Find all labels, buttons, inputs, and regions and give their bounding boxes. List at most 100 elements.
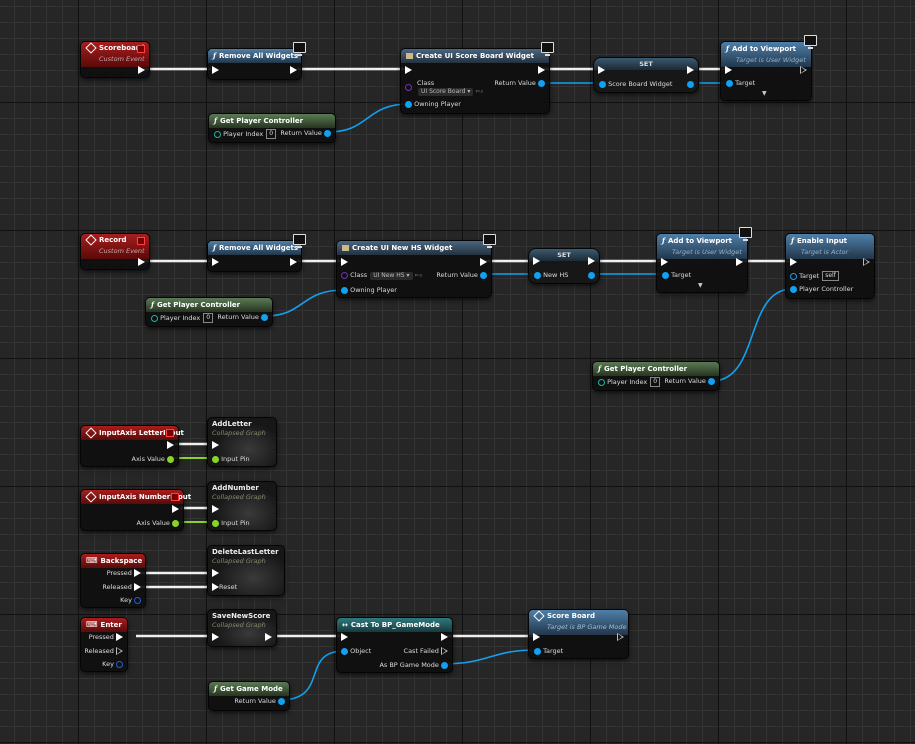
add-number-collapsed-node[interactable]: AddNumber Collapsed Graph Input Pin (207, 481, 277, 531)
pressed-pin[interactable]: Pressed (107, 569, 141, 578)
player-index-input[interactable]: 0 (650, 377, 661, 387)
create-score-board-widget-node[interactable]: Create UI Score Board Widget Class UI Sc… (400, 48, 550, 114)
exec-in-pin[interactable] (725, 66, 732, 75)
reset-pin[interactable]: Reset (212, 583, 237, 592)
released-pin[interactable]: Released (102, 583, 141, 592)
released-pin[interactable]: Released (84, 647, 123, 656)
exec-in-pin[interactable] (212, 633, 219, 642)
input-pin[interactable]: Input Pin (212, 519, 250, 528)
player-index-input[interactable]: 0 (203, 313, 214, 323)
exec-in-pin[interactable] (212, 258, 219, 267)
pressed-pin[interactable]: Pressed (89, 633, 123, 642)
exec-out-pin[interactable] (687, 66, 694, 75)
enter-key-node[interactable]: ⌨Enter Pressed Released Key (80, 617, 128, 672)
delete-last-letter-collapsed-node[interactable]: DeleteLastLetter Collapsed Graph Reset (207, 545, 285, 596)
set-score-board-widget-node[interactable]: SET Score Board Widget (593, 57, 699, 93)
return-value-pin[interactable]: Return Value (664, 377, 715, 386)
exec-in-pin[interactable] (598, 66, 605, 75)
return-value-pin[interactable]: Return Value (494, 79, 545, 88)
exec-out-pin[interactable] (588, 257, 595, 266)
exec-out-pin[interactable] (441, 633, 448, 642)
return-value-pin[interactable]: Return Value (280, 129, 331, 138)
exec-out-pin[interactable] (736, 258, 743, 267)
expand-arrow-icon[interactable]: ▼ (698, 282, 703, 289)
delegate-pin[interactable] (166, 429, 174, 437)
exec-out-pin[interactable] (617, 633, 624, 642)
key-pin[interactable]: Key (102, 660, 123, 669)
exec-in-pin[interactable] (212, 441, 219, 450)
add-letter-collapsed-node[interactable]: AddLetter Collapsed Graph Input Pin (207, 417, 277, 467)
new-hs-pin[interactable]: New HS (534, 271, 568, 280)
exec-out-pin[interactable] (863, 258, 870, 267)
object-pin[interactable]: Object (341, 647, 371, 656)
exec-in-pin[interactable] (212, 505, 219, 514)
exec-out-pin[interactable] (480, 258, 487, 267)
inputaxis-number-node[interactable]: InputAxis NumberInput Axis Value (80, 489, 191, 531)
return-value-pin[interactable]: Return Value (234, 697, 285, 706)
exec-out-pin[interactable] (265, 633, 272, 642)
exec-out-pin[interactable] (538, 66, 545, 75)
return-value-pin[interactable]: Return Value (217, 313, 268, 322)
player-controller-pin[interactable]: Player Controller (790, 285, 853, 294)
expand-arrow-icon[interactable]: ▼ (762, 90, 767, 97)
exec-in-pin[interactable] (661, 258, 668, 267)
target-pin[interactable]: Target (726, 79, 755, 88)
exec-in-pin[interactable] (790, 258, 797, 267)
as-bp-game-mode-pin[interactable]: As BP Game Mode (379, 661, 448, 670)
exec-out-pin[interactable] (290, 66, 297, 75)
exec-out-pin[interactable] (167, 441, 174, 450)
axis-value-pin[interactable]: Axis Value (137, 519, 179, 528)
score-board-widget-pin[interactable]: Score Board Widget (599, 80, 672, 89)
player-index-input[interactable]: 0 (266, 129, 277, 139)
delegate-pin[interactable] (171, 493, 179, 501)
axis-value-pin[interactable]: Axis Value (132, 455, 174, 464)
input-pin[interactable]: Input Pin (212, 455, 250, 464)
set-new-hs-node[interactable]: SET New HS (528, 248, 600, 284)
delegate-pin[interactable] (137, 45, 145, 53)
class-select[interactable]: UI Score Board⇐⌕ (415, 87, 484, 96)
set-output-pin[interactable] (588, 271, 595, 280)
delegate-pin[interactable] (137, 237, 145, 245)
target-pin[interactable]: Target (662, 271, 691, 280)
exec-out-pin[interactable] (172, 505, 179, 514)
exec-out-pin[interactable] (800, 66, 807, 75)
scoreboard-event-node[interactable]: Scoreboard Custom Event (80, 41, 150, 78)
class-select[interactable]: UI New HS (370, 272, 413, 280)
exec-in-pin[interactable] (341, 258, 348, 267)
save-new-score-collapsed-node[interactable]: SaveNewScore Collapsed Graph (207, 609, 277, 647)
key-pin[interactable]: Key (120, 596, 141, 605)
return-value-pin[interactable]: Return Value (436, 271, 487, 280)
set-output-pin[interactable] (687, 80, 694, 89)
exec-in-pin[interactable] (533, 633, 540, 642)
owning-player-pin[interactable]: Owning Player (341, 286, 397, 295)
exec-in-pin[interactable] (212, 569, 219, 578)
cast-failed-pin[interactable]: Cast Failed (404, 647, 448, 656)
exec-in-pin[interactable] (212, 66, 219, 75)
target-pin[interactable]: Target (534, 647, 563, 656)
exec-out-pin[interactable] (290, 258, 297, 267)
inputaxis-letter-node[interactable]: InputAxis LetterInput Axis Value (80, 425, 184, 467)
exec-in-pin[interactable] (341, 633, 348, 642)
exec-in-pin[interactable] (405, 66, 412, 75)
owning-player-pin[interactable]: Owning Player (405, 100, 461, 109)
exec-out-pin[interactable] (138, 258, 145, 267)
backspace-key-node[interactable]: ⌨Backspace Pressed Released Key (80, 553, 146, 608)
cast-to-gamemode-node[interactable]: ↔Cast To BP_GameMode Object Cast Failed … (336, 617, 453, 673)
